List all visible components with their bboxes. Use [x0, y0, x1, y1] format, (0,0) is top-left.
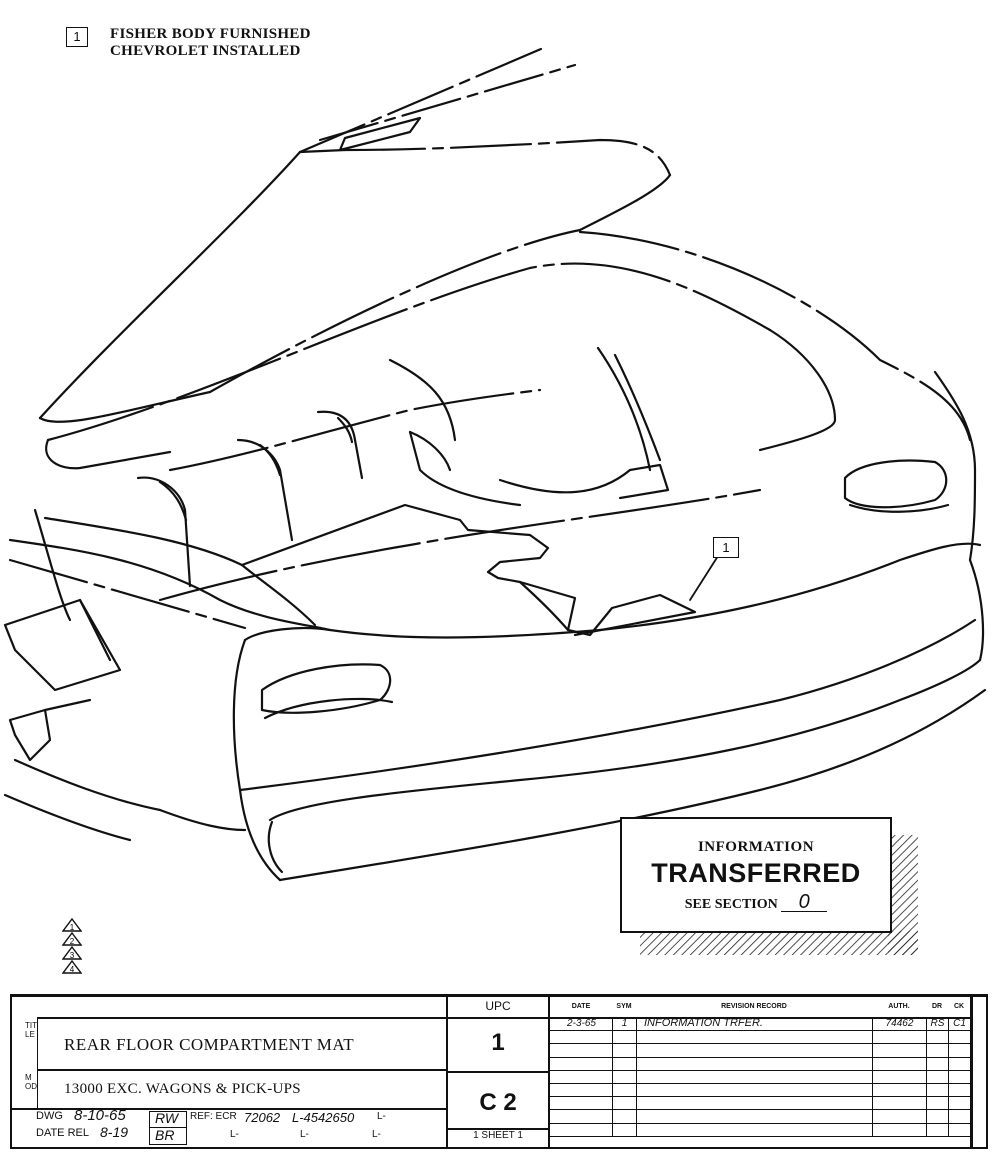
stamp-line-1: INFORMATION [697, 839, 815, 855]
date-rel-value: 8-19 [100, 1124, 129, 1140]
l-mark-3: L- [372, 1129, 381, 1140]
date-rel-initials: BR [155, 1127, 175, 1143]
upc-header: UPC [485, 999, 511, 1013]
revision-row-line [550, 1135, 970, 1137]
revision-row-line [550, 1122, 970, 1124]
revision-cell-dr: RS [930, 1018, 945, 1029]
revision-cell-revision-record: INFORMATION TRFER. [644, 1017, 763, 1029]
upc-column [446, 997, 550, 1149]
initials-divider [149, 1127, 187, 1128]
revision-triangle-icon: 2 [62, 932, 82, 946]
revision-header-3: AUTH. [888, 1003, 910, 1010]
title-value: REAR FLOOR COMPARTMENT MAT [64, 1035, 355, 1054]
initials-box [149, 1111, 187, 1145]
revision-row-line [550, 1096, 970, 1098]
floor-mat [240, 503, 697, 637]
revision-cell-auth-: 74462 [885, 1018, 914, 1029]
callout-leader [689, 555, 719, 601]
revision-row-line [550, 1056, 970, 1058]
revision-cell-date: 2-3-65 [567, 1018, 596, 1029]
revision-col-line [872, 1017, 874, 1136]
stamp-line-2: TRANSFERRED [651, 858, 861, 888]
revision-header-5: CK [953, 1003, 965, 1010]
car-rear-compartment-drawing [3, 44, 987, 882]
revision-record: DATE SYM REVISION RECORD AUTH. DR CK 2-3-65 1 IN… [550, 997, 988, 1149]
revision-triangle-icon: 4 [62, 960, 82, 974]
revision-triangle-label: 2 [70, 937, 75, 946]
revision-cell-ck: C1 [953, 1018, 966, 1029]
callout-marker: 1 [713, 537, 739, 558]
legend-marker: 1 [66, 27, 88, 47]
title-row-divider-2 [38, 1069, 446, 1071]
title-label: TITLE [25, 1021, 37, 1039]
sheet-divider [446, 1128, 550, 1130]
model-label: MOD [25, 1073, 37, 1091]
rear-panel [232, 459, 987, 882]
ref-part: L-4542650 [292, 1110, 355, 1125]
ref-label: REF: ECR [190, 1111, 237, 1122]
compartment-opening [45, 230, 977, 562]
legend-line-1: FISHER BODY FURNISHED [110, 26, 311, 42]
stamp-line-3: SEE SECTION 0 [622, 892, 890, 913]
title-row-divider [38, 1017, 446, 1019]
ref-ecr: 72062 [244, 1110, 281, 1125]
revision-triangle-label: 4 [70, 965, 75, 974]
revision-header-1: SYM [616, 1003, 632, 1010]
revision-header-0: DATE [571, 1003, 591, 1010]
dwg-label: DWG [36, 1110, 63, 1122]
seat-back [136, 346, 670, 588]
revision-row-line [550, 1109, 970, 1111]
l-mark-2: L- [300, 1129, 309, 1140]
legend-text: FISHER BODY FURNISHED CHEVROLET INSTALLE… [110, 26, 311, 60]
revision-right-border [970, 997, 973, 1149]
trunk-lid [38, 44, 672, 423]
upc-value: 1 [491, 1029, 505, 1056]
upc-header-divider [446, 1017, 550, 1019]
revision-triangle-label: 3 [70, 951, 75, 960]
revision-col-line [636, 1017, 638, 1136]
revision-triangles: 1 2 3 4 [62, 918, 86, 974]
revision-header-4: DR [931, 1003, 943, 1010]
model-value: 13000 EXC. WAGONS & PICK-UPS [64, 1081, 301, 1097]
body-left [3, 488, 762, 842]
revision-row-line [550, 1069, 970, 1071]
revision-cell-sym: 1 [621, 1018, 628, 1029]
revision-header-2: REVISION RECORD [721, 1003, 787, 1010]
title-side-labels [24, 1017, 38, 1109]
revision-triangle-icon: 1 [62, 918, 82, 932]
stamp-section-value: 0 [781, 892, 828, 912]
revision-row-line [550, 1030, 970, 1032]
information-transferred-stamp: INFORMATION TRANSFERRED SEE SECTION 0 [620, 817, 892, 933]
dwg-initials: RW [155, 1110, 179, 1126]
ref-suffix: L- [377, 1111, 386, 1122]
stamp-shadow-hatch [640, 835, 918, 955]
legend-line-2: CHEVROLET INSTALLED [110, 43, 301, 59]
sheet-label: 1 SHEET 1 [473, 1130, 523, 1141]
revision-row-line [550, 1017, 970, 1019]
l-mark-1: L- [230, 1129, 239, 1140]
upc-divider [446, 1071, 550, 1073]
dwg-date: 8-10-65 [74, 1107, 126, 1124]
date-rel-label: DATE REL [36, 1127, 89, 1139]
code-value: C 2 [479, 1089, 517, 1116]
title-row-divider-3 [12, 1108, 446, 1110]
revision-col-line [948, 1017, 950, 1136]
revision-triangle-label: 1 [70, 923, 75, 932]
revision-row-line [550, 1083, 970, 1084]
title-block: TITLE MOD REAR FLOOR COMPARTMENT MAT 130… [10, 994, 988, 1149]
revision-row-line [550, 1043, 970, 1045]
revision-triangle-icon: 3 [62, 946, 82, 960]
stamp-see-section-label: SEE SECTION [684, 897, 778, 912]
revision-col-line [926, 1017, 928, 1136]
revision-col-line [612, 1017, 614, 1136]
